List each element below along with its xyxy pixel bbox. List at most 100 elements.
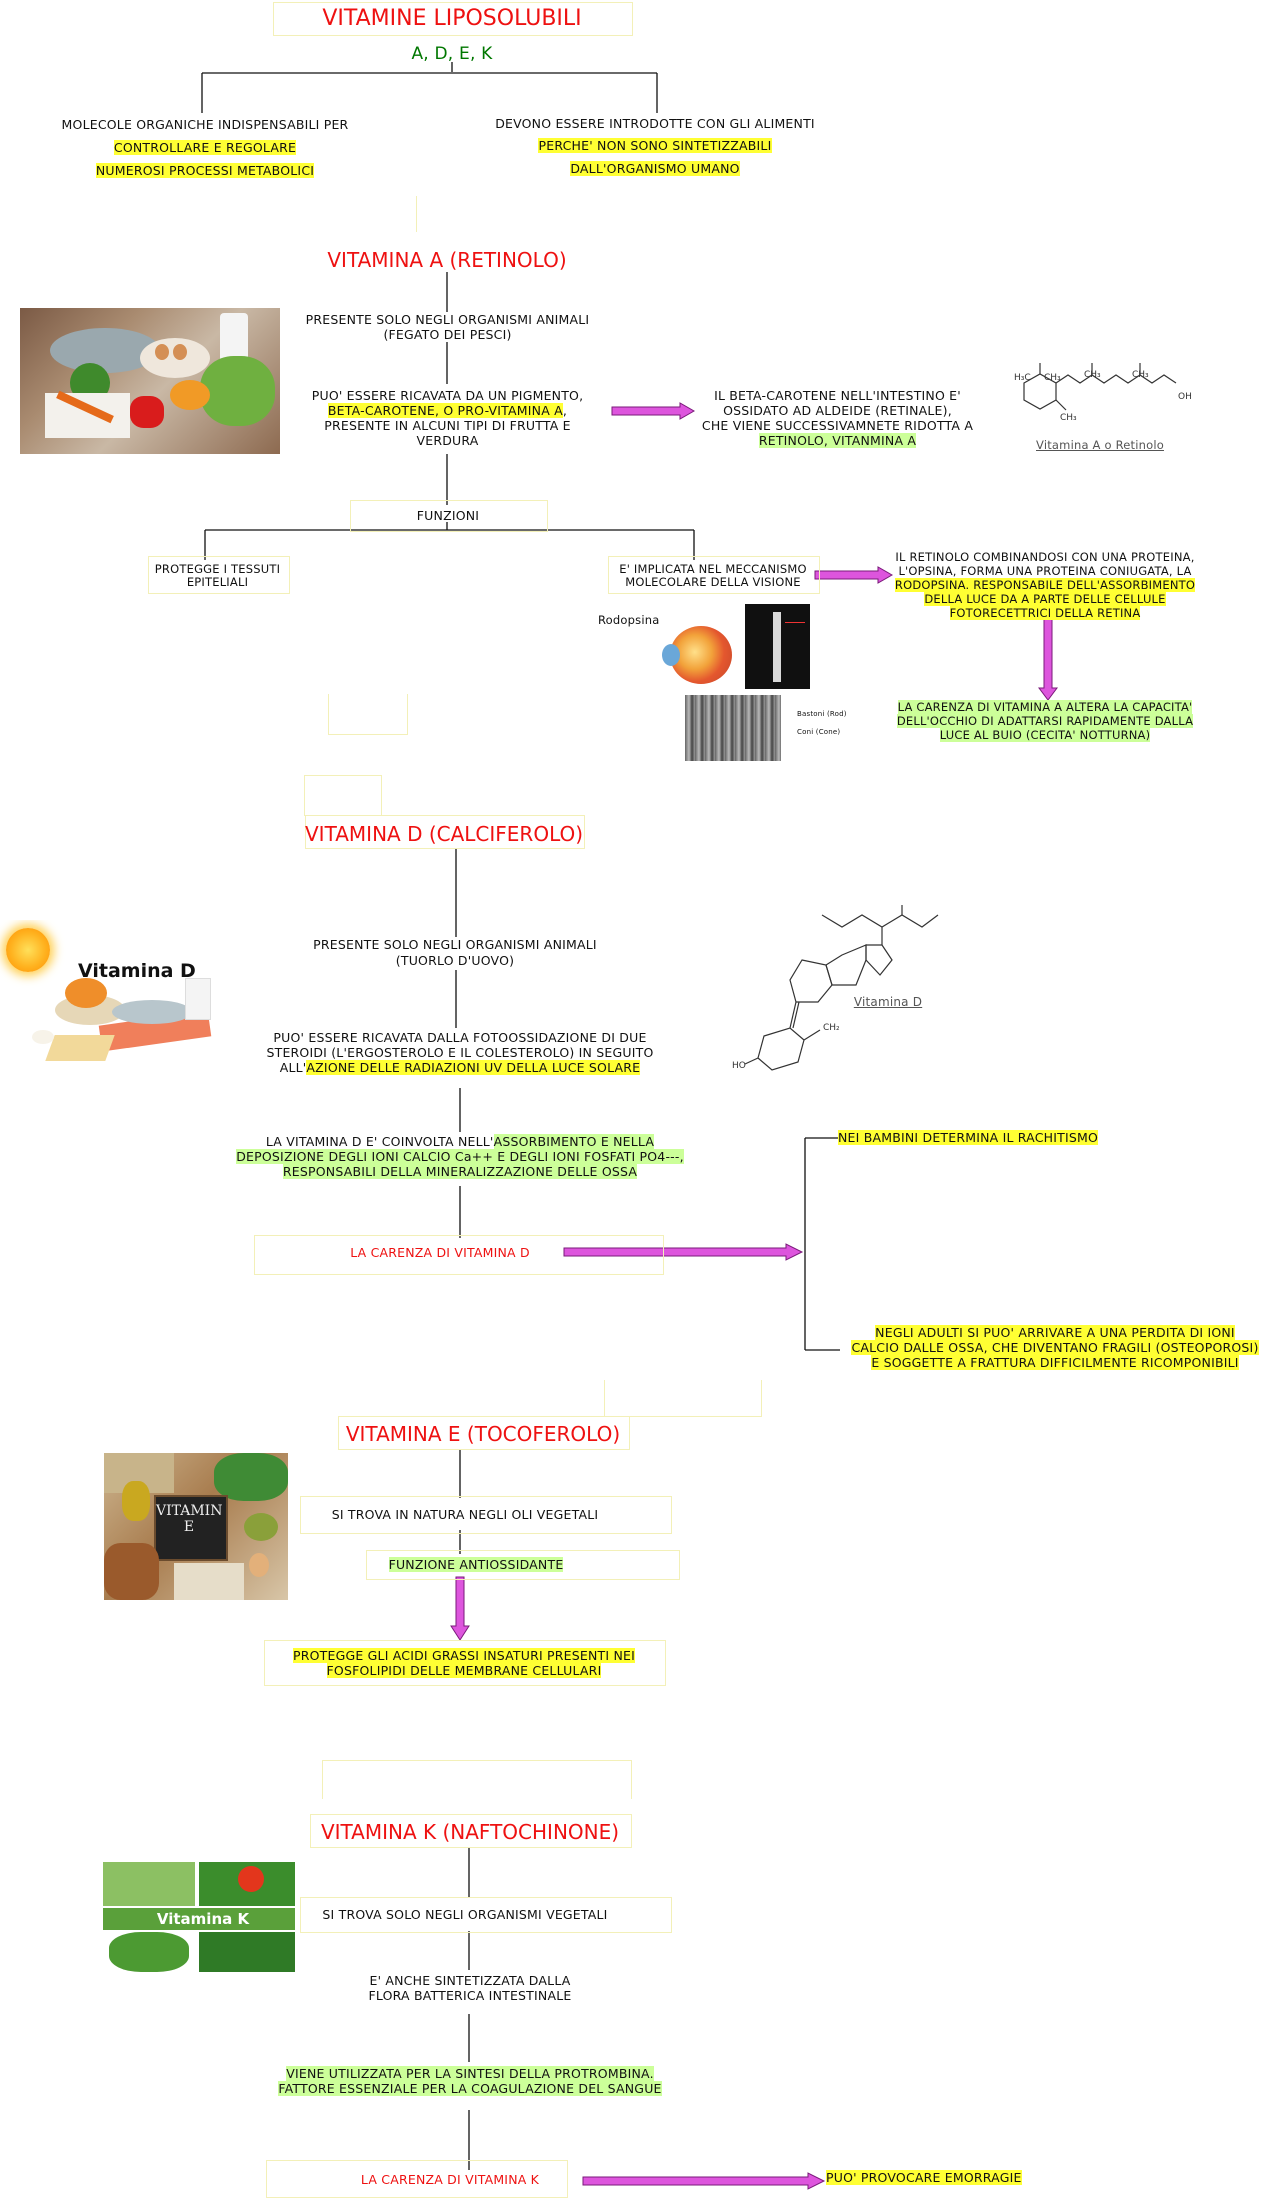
header-right-line3: DALL'ORGANISMO UMANO xyxy=(570,161,740,176)
vit-k-title-frame xyxy=(310,1814,632,1848)
cheese-shape xyxy=(45,1035,115,1061)
decor-frame xyxy=(304,775,382,816)
olives-shape xyxy=(244,1513,278,1541)
pepper-shape xyxy=(130,396,164,428)
vit-a-food-image xyxy=(20,308,280,454)
header-left-line1: MOLECOLE ORGANICHE INDISPENSABILI PER xyxy=(61,117,349,132)
vit-d-photo-line2: STEROIDI (L'ERGOSTEROLO E IL COLESTEROLO… xyxy=(266,1045,654,1060)
svg-text:CH₃: CH₃ xyxy=(1044,373,1061,383)
vit-k-protrombina-line1: VIENE UTILIZZATA PER LA SINTESI DELLA PR… xyxy=(286,2066,654,2081)
vit-d-abs-line1a: LA VITAMINA D E' COINVOLTA NELL' xyxy=(265,1134,494,1149)
vit-d-carenza: LA CARENZA DI VITAMINA D xyxy=(350,1245,530,1260)
milk-glass-shape xyxy=(220,313,248,363)
label-line xyxy=(785,622,805,623)
eye-diagram-image xyxy=(662,618,742,690)
vit-a-beta-line1: IL BETA-CAROTENE NELL'INTESTINO E' xyxy=(714,388,961,403)
vit-a-carenza-line2: DELL'OCCHIO DI ADATTARSI RAPIDAMENTE DAL… xyxy=(896,714,1194,728)
decor-frame xyxy=(322,1760,632,1799)
tomato-shape xyxy=(238,1866,264,1892)
retinol-molecule-caption: Vitamina A o Retinolo xyxy=(1036,438,1164,452)
header-right-line2: PERCHE' NON SONO SINTETIZZABILI xyxy=(538,138,772,153)
page-title: VITAMINE LIPOSOLUBILI xyxy=(322,6,582,31)
egg-shape xyxy=(32,1030,54,1044)
oats-shape xyxy=(174,1563,244,1600)
milk-glass-shape xyxy=(185,978,211,1020)
almonds-shape xyxy=(104,1543,159,1600)
header-left-line3: NUMEROSI PROCESSI METABOLICI xyxy=(95,163,315,178)
spinach-shape xyxy=(214,1453,288,1501)
vit-a-present-line1: PRESENTE SOLO NEGLI ORGANISMI ANIMALI xyxy=(305,312,590,327)
svg-text:HO: HO xyxy=(732,1061,746,1071)
vit-d-present-line1: PRESENTE SOLO NEGLI ORGANISMI ANIMALI xyxy=(313,937,597,952)
calciferol-molecule-caption: Vitamina D xyxy=(853,995,923,1009)
vit-a-derive-comma: , xyxy=(562,403,568,418)
vit-a-carenza-line1: LA CARENZA DI VITAMINA A ALTERA LA CAPAC… xyxy=(897,700,1193,714)
vit-d-photo-line1: PUO' ESSERE RICAVATA DALLA FOTOOSSIDAZIO… xyxy=(273,1030,647,1045)
vit-d-adulti-line1: NEGLI ADULTI SI PUO' ARRIVARE A UNA PERD… xyxy=(875,1325,1235,1340)
retinol-molecule xyxy=(1023,363,1177,411)
vit-e-protegge-line1: PROTEGGE GLI ACIDI GRASSI INSATURI PRESE… xyxy=(293,1648,635,1663)
apricots-shape xyxy=(170,380,210,410)
photoreceptor-diagram-image xyxy=(745,604,810,689)
vit-k-sintesi-line1: E' ANCHE SINTETIZZATA DALLA xyxy=(369,1973,571,1988)
cornea-shape xyxy=(662,644,680,666)
vit-a-retinol-line3: RODOPSINA. RESPONSABILE DELL'ASSORBIMENT… xyxy=(894,578,1196,592)
svg-text:H₃C: H₃C xyxy=(1014,373,1031,383)
vit-d-food-image: Vitamina D xyxy=(0,920,228,1076)
rod-label: Bastoni (Rod) xyxy=(797,710,847,718)
vit-a-retinol-line2: L'OPSINA, FORMA UNA PROTEINA CONIUGATA, … xyxy=(898,564,1192,578)
egg-shape xyxy=(173,344,187,360)
vit-a-retinol-line5: FOTORECETTRICI DELLA RETINA xyxy=(949,606,1141,620)
vit-a-retinol-line1: IL RETINOLO COMBINANDOSI CON UNA PROTEIN… xyxy=(895,550,1195,564)
vit-a-derive-highlight: BETA-CAROTENE, O PRO-VITAMINA A xyxy=(327,403,563,418)
vit-a-functions: FUNZIONI xyxy=(416,508,480,523)
vit-e-title-frame xyxy=(338,1416,630,1450)
vit-d-title-frame xyxy=(305,815,585,849)
vit-d-adulti-line2: CALCIO DALLE OSSA, CHE DIVENTANO FRAGILI… xyxy=(851,1340,1259,1355)
decor-frame xyxy=(328,694,408,735)
f1-frame xyxy=(148,556,290,594)
vit-d-photo-line3a: ALL' xyxy=(279,1060,307,1075)
vit-e-image-label: VITAMIN E xyxy=(156,1503,223,1535)
vit-e-food-image: VITAMIN E xyxy=(104,1453,288,1600)
svg-text:CH₂: CH₂ xyxy=(823,1023,840,1033)
title-frame xyxy=(273,2,633,36)
vit-k-title: VITAMINA K (NAFTOCHINONE) xyxy=(320,1820,620,1844)
vit-a-title: VITAMINA A (RETINOLO) xyxy=(327,248,567,272)
rodopsina-label: Rodopsina xyxy=(598,613,660,627)
label-band xyxy=(103,1908,295,1930)
vit-k-vegetali: SI TROVA SOLO NEGLI ORGANISMI VEGETALI xyxy=(322,1907,608,1922)
vit-d-photo-line3b: AZIONE DELLE RADIAZIONI UV DELLA LUCE SO… xyxy=(306,1060,641,1075)
egg-shape xyxy=(155,344,169,360)
vit-a-beta-line2: OSSIDATO AD ALDEIDE (RETINALE), xyxy=(723,403,952,418)
vit-e-protegge-frame xyxy=(264,1640,666,1686)
calciferol-molecule xyxy=(744,905,939,1071)
vit-d-abs-line1b: ASSORBIMENTO E NELLA xyxy=(493,1134,655,1149)
fish-shape xyxy=(112,1000,192,1024)
vit-a-f2-line2: MOLECOLARE DELLA VISIONE xyxy=(625,575,801,589)
retina-micrograph-image xyxy=(685,695,781,761)
header-right-line1: DEVONO ESSERE INTRODOTTE CON GLI ALIMENT… xyxy=(495,116,815,131)
vit-d-present-line2: (TUORLO D'UOVO) xyxy=(395,953,515,968)
header-left-line2: CONTROLLARE E REGOLARE xyxy=(113,140,297,155)
vit-d-image-label: Vitamina D xyxy=(78,960,196,982)
sun-icon xyxy=(6,928,50,972)
vit-k-vegetali-frame xyxy=(300,1897,672,1933)
vit-a-present-line2: (FEGATO DEI PESCI) xyxy=(383,327,512,342)
svg-text:CH₃: CH₃ xyxy=(1084,370,1101,380)
vit-e-funzione: FUNZIONE ANTIOSSIDANTE xyxy=(388,1557,564,1572)
egg-shape xyxy=(249,1553,269,1577)
vit-d-bambini: NEI BAMBINI DETERMINA IL RACHITISMO xyxy=(838,1130,1099,1145)
vit-k-protrombina-line2: FATTORE ESSENZIALE PER LA COAGULAZIONE D… xyxy=(278,2081,662,2096)
vit-d-adulti-line3: E SOGGETTE A FRATTURA DIFFICILMENTE RICO… xyxy=(871,1355,1239,1370)
cutting-board-shape xyxy=(45,393,130,438)
vit-a-retinol-line4: DELLA LUCE DA A PARTE DELLE CELLULE xyxy=(924,592,1166,606)
vit-a-derive-line3: PRESENTE IN ALCUNI TIPI DI FRUTTA E xyxy=(324,418,571,433)
vit-e-protegge-line2: FOSFOLIPIDI DELLE MEMBRANE CELLULARI xyxy=(326,1663,602,1678)
vit-a-derive-line4: VERDURA xyxy=(416,433,479,448)
vit-k-emorragie: PUO' PROVOCARE EMORRAGIE xyxy=(826,2170,1022,2185)
vit-a-beta-line3: CHE VIENE SUCCESSIVAMNETE RIDOTTA A xyxy=(701,418,974,433)
svg-text:CH₃: CH₃ xyxy=(1060,413,1077,423)
vit-k-sintesi-line2: FLORA BATTERICA INTESTINALE xyxy=(368,1988,572,2003)
cone-label: Coni (Cone) xyxy=(797,728,841,736)
